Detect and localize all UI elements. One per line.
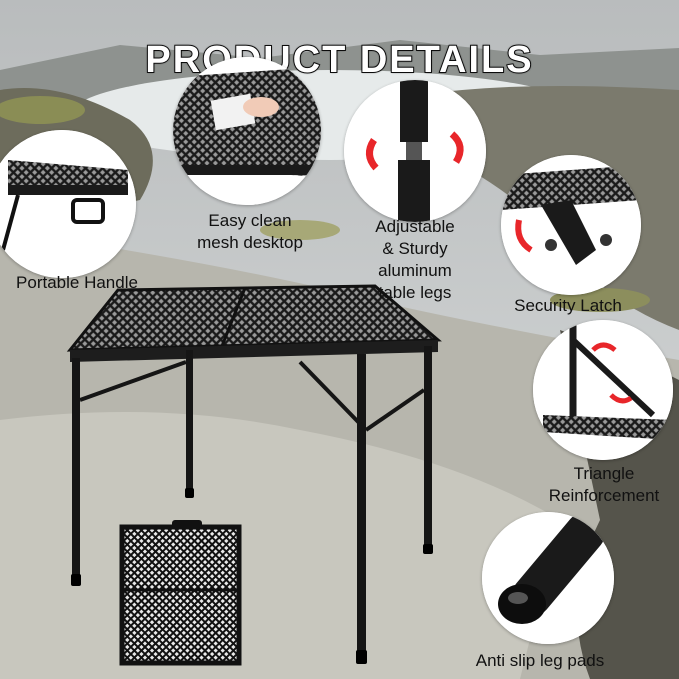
folding-table-main <box>66 284 442 664</box>
label-legs-line2: & Sturdy <box>382 239 448 258</box>
page-title: PRODUCT DETAILS <box>144 38 534 82</box>
red-arrow-icon <box>366 138 379 171</box>
label-adjustable-legs: Adjustable & Sturdy aluminum table legs <box>345 216 485 304</box>
mesh-desktop-detail-image <box>173 57 321 205</box>
portable-handle-detail-image <box>0 130 136 278</box>
red-arrow-icon <box>591 342 617 352</box>
label-triangle-reinforcement: Triangle Reinforcement <box>530 463 678 507</box>
triangle-reinforcement-detail-image <box>533 320 673 460</box>
security-latch-detail-image <box>501 155 641 295</box>
label-mesh-desktop: Easy clean mesh desktop <box>180 210 320 254</box>
anti-slip-pad-detail-image <box>482 512 614 644</box>
label-mesh-line1: Easy clean <box>208 211 292 230</box>
red-arrow-icon <box>449 131 464 164</box>
adjustable-legs-detail-image <box>344 80 486 222</box>
label-legs-line4: table legs <box>378 283 452 302</box>
label-triangle-line1: Triangle <box>573 464 635 483</box>
red-arrow-icon <box>515 219 533 253</box>
label-security-latch: Security Latch <box>514 296 622 315</box>
label-legs-line1: Adjustable <box>375 217 455 236</box>
label-anti-slip-pads: Anti slip leg pads <box>475 651 605 670</box>
label-legs-line3: aluminum <box>378 261 452 280</box>
label-triangle-line2: Reinforcement <box>548 486 660 505</box>
label-mesh-line2: mesh desktop <box>197 233 303 252</box>
red-arrow-icon <box>609 393 633 404</box>
label-portable-handle: Portable Handle <box>16 273 138 292</box>
folded-table <box>119 520 242 666</box>
